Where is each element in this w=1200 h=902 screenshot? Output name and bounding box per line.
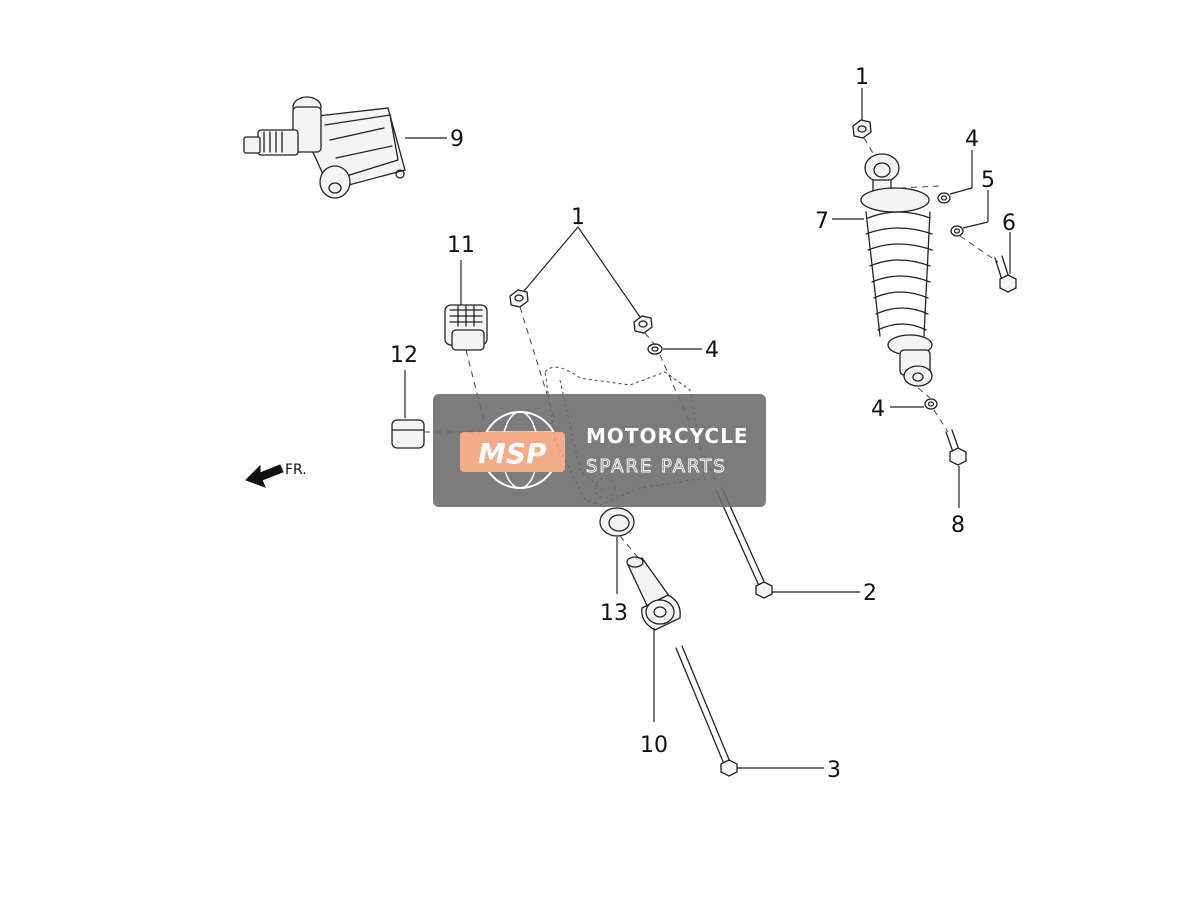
part-4-washer-top xyxy=(937,192,951,204)
callout-7: 7 xyxy=(815,209,829,234)
watermark-logo-text: MSP xyxy=(478,437,547,470)
callout-2: 2 xyxy=(863,581,877,606)
callout-4-top: 4 xyxy=(965,127,979,152)
part-5-washer xyxy=(950,225,964,237)
part-1-top-nut xyxy=(852,119,872,139)
callout-12: 12 xyxy=(390,343,418,368)
callout-11: 11 xyxy=(447,233,475,258)
callout-3: 3 xyxy=(827,758,841,783)
part-4-washer-mid xyxy=(647,343,663,355)
callout-1-top: 1 xyxy=(855,65,869,90)
part-1-nut-right xyxy=(633,315,653,334)
part-4-washer-low xyxy=(924,398,938,410)
callout-6: 6 xyxy=(1002,211,1016,236)
callout-4-mid: 4 xyxy=(705,338,719,363)
part-6-bolt xyxy=(994,255,1017,293)
callout-9: 9 xyxy=(450,127,464,152)
part-10-bushing xyxy=(626,556,681,631)
watermark-line-2: SPARE PARTS xyxy=(586,456,727,477)
callout-8: 8 xyxy=(951,513,965,538)
callout-10: 10 xyxy=(640,733,668,758)
part-13-ring xyxy=(599,507,635,537)
callout-4-low: 4 xyxy=(871,397,885,422)
part-3-bolt xyxy=(675,645,738,777)
part-12-small-block xyxy=(391,419,425,449)
callout-5: 5 xyxy=(981,168,995,193)
callout-1-mid: 1 xyxy=(571,205,585,230)
part-8-bolt xyxy=(945,429,967,466)
watermark: MSP MOTORCYCLE SPARE PARTS xyxy=(433,394,766,507)
front-direction-arrow: FR. xyxy=(245,462,307,488)
part-7-shock-absorber xyxy=(860,153,933,387)
front-direction-label: FR. xyxy=(285,462,307,478)
part-1-nut-left xyxy=(509,289,529,308)
callout-13: 13 xyxy=(600,601,628,626)
watermark-line-1: MOTORCYCLE xyxy=(586,424,748,448)
watermark-logo-badge xyxy=(460,432,565,472)
part-11-rubber-block xyxy=(444,304,488,351)
part-9-linkage-arm xyxy=(243,96,406,199)
watermark-panel xyxy=(433,394,766,507)
